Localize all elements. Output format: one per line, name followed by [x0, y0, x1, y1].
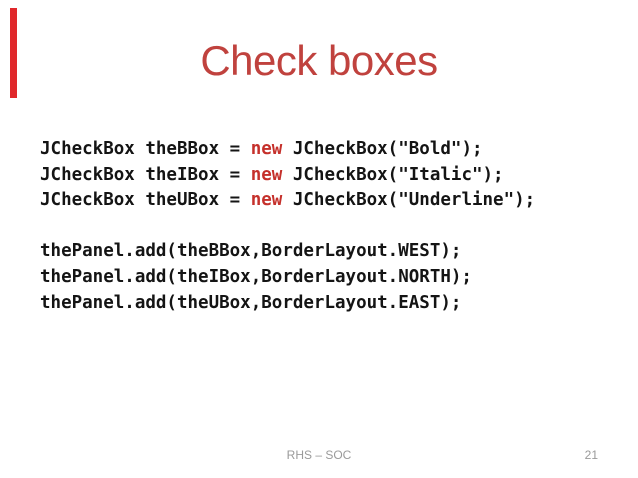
keyword-new: new	[250, 190, 283, 211]
code-block: JCheckBox theBBox = new JCheckBox("Bold"…	[40, 137, 535, 316]
code-text: thePanel.add(theIBox,BorderLayout.NORTH)…	[40, 266, 472, 287]
keyword-new: new	[250, 139, 283, 159]
code-text: JCheckBox theBBox =	[40, 139, 251, 159]
code-line: thePanel.add(theUBox,BorderLayout.EAST);	[40, 291, 535, 317]
red-accent-bar	[10, 8, 17, 98]
code-text: JCheckBox("Underline");	[282, 190, 536, 211]
footer-text: RHS – SOC	[286, 448, 352, 462]
page-number: 21	[584, 448, 598, 462]
code-line: JCheckBox theUBox = new JCheckBox("Under…	[40, 188, 535, 214]
code-line: thePanel.add(theIBox,BorderLayout.NORTH)…	[40, 265, 535, 291]
code-text: thePanel.add(theUBox,BorderLayout.EAST);	[40, 292, 462, 313]
code-line	[40, 214, 535, 240]
code-line: thePanel.add(theBBox,BorderLayout.WEST);	[40, 239, 535, 265]
code-text: thePanel.add(theBBox,BorderLayout.WEST);	[40, 241, 462, 262]
slide-title: Check boxes	[200, 37, 438, 84]
keyword-new: new	[250, 164, 283, 185]
code-text: JCheckBox("Italic");	[282, 164, 504, 185]
code-text: JCheckBox theIBox =	[40, 164, 251, 185]
code-line: JCheckBox theIBox = new JCheckBox("Itali…	[40, 163, 535, 189]
code-text: JCheckBox theUBox =	[40, 190, 251, 211]
code-line: JCheckBox theBBox = new JCheckBox("Bold"…	[40, 137, 535, 163]
code-text: JCheckBox("Bold");	[282, 139, 483, 159]
